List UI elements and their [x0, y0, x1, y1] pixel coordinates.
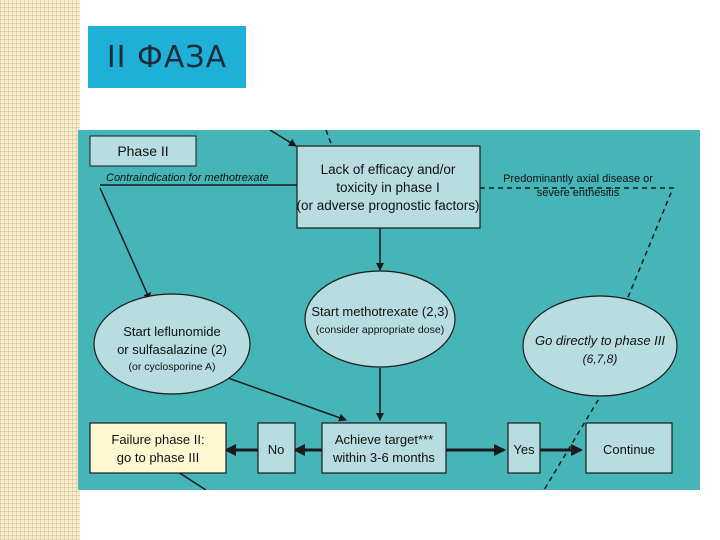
connectors: [99, 130, 675, 490]
achieve-target-box: [321, 422, 447, 474]
target-line-1: Achieve target***: [335, 432, 433, 447]
contraindication-label: Contraindication for methotrexate: [106, 172, 269, 184]
start-methotrexate-node: [304, 270, 456, 368]
yes-box: [507, 422, 541, 474]
top-box-line-1: Lack of efficacy and/or: [321, 162, 456, 177]
go-to-phase3-node: [522, 295, 678, 397]
top-box-line-3: (or adverse prognostic factors): [296, 198, 479, 213]
start-leflunomide-node: [93, 293, 251, 395]
incoming-dashed-line: [325, 130, 333, 147]
incoming-arrow: [269, 130, 297, 147]
continue-label: Continue: [603, 442, 655, 457]
failure-line-1: Failure phase II:: [111, 432, 204, 447]
failure-line-2: go to phase III: [117, 450, 199, 465]
phase3-dashed-out-line: [543, 391, 604, 490]
arrow-leflunomide-to-target: [227, 377, 347, 422]
failure-out-line: [177, 471, 207, 490]
top-box-line-2: toxicity in phase I: [336, 180, 440, 195]
flowchart: Phase II Lack of efficacy and/or toxicit…: [89, 130, 678, 490]
methotrexate-line-2: (consider appropriate dose): [316, 324, 444, 336]
leflunomide-line-2: or sulfasalazine (2): [117, 342, 227, 357]
arrow-to-leflunomide: [99, 187, 151, 301]
no-label: No: [268, 442, 285, 457]
slide-title-box: II ФАЗА: [88, 26, 246, 88]
phase3-line-2: (6,7,8): [583, 352, 618, 366]
axial-label-line-2: severe enthesitis: [537, 187, 620, 199]
continue-box: [585, 422, 673, 474]
methotrexate-line-1: Start methotrexate (2,3): [311, 304, 448, 319]
slide-title: II ФАЗА: [106, 39, 228, 75]
phase3-line-1: Go directly to phase III: [535, 333, 665, 348]
target-line-2: within 3-6 months: [332, 450, 435, 465]
yes-label: Yes: [513, 442, 535, 457]
phase-label: Phase II: [117, 143, 168, 159]
leflunomide-line-1: Start leflunomide: [123, 324, 221, 339]
lack-of-efficacy-box: [296, 145, 481, 229]
no-box: [257, 422, 296, 474]
decorative-side-strip: [0, 0, 80, 540]
failure-phase2-box: [89, 422, 227, 474]
axial-label-line-1: Predominantly axial disease or: [503, 173, 653, 185]
phase-label-box: [89, 135, 197, 167]
leflunomide-line-3: (or cyclosporine A): [129, 361, 216, 373]
